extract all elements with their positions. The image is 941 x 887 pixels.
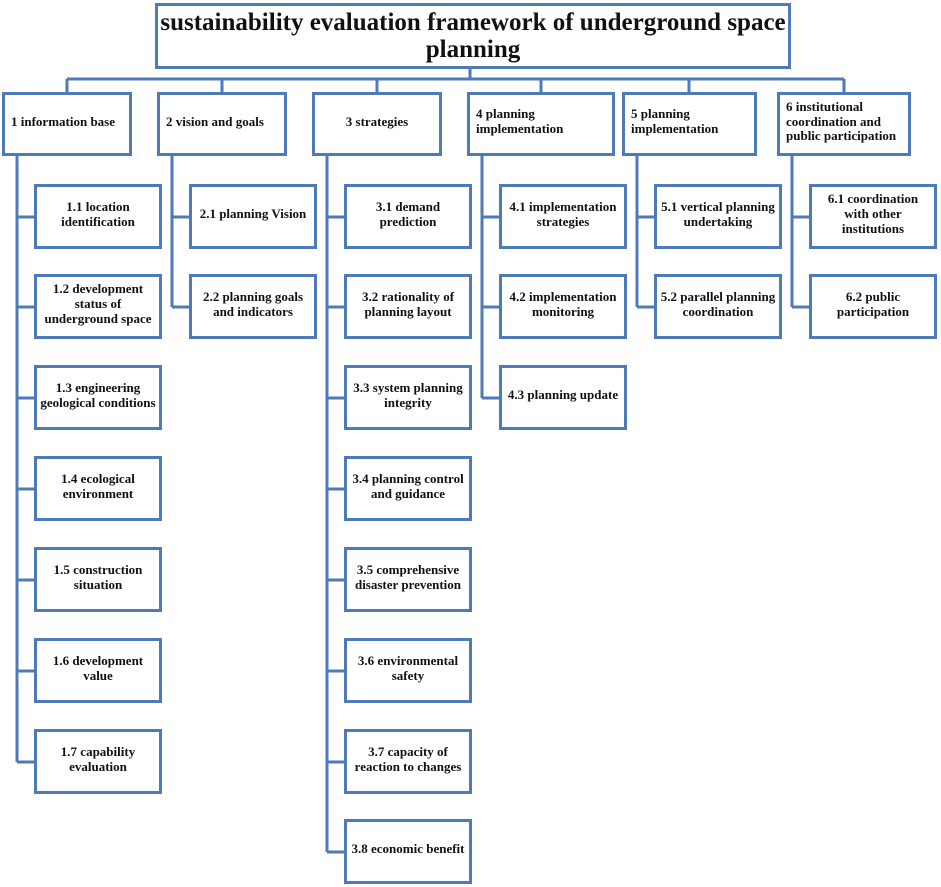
item-6-2-box: 6.2 public participation [809,274,937,339]
item-1-4-box: 1.4 ecological environment [34,456,162,521]
category-3-label: 3 strategies [345,113,409,129]
item-1-1-label: 1.1 location identification [61,198,135,229]
item-4-1-box: 4.1 implementation strategies [499,184,627,249]
item-3-8-label: 3.8 economic benefit [351,841,465,857]
category-2-label: 2 vision and goals [166,113,264,129]
item-2-1-box: 2.1 planning Vision [189,184,317,249]
item-3-6-box: 3.6 environmental safety [344,638,472,703]
item-3-5-label: 3.5 comprehensive disaster prevention [354,561,462,592]
item-3-1-label: 3.1 demand prediction [375,198,441,229]
item-3-8-box: 3.8 economic benefit [344,819,472,884]
category-2-box: 2 vision and goals [157,92,287,156]
item-1-4-label: 1.4 ecological environment [61,470,135,501]
item-1-5-label: 1.5 construction situation [53,561,143,592]
item-1-3-box: 1.3 engineering geological conditions [34,365,162,430]
item-1-1-box: 1.1 location identification [34,184,162,249]
category-6-label: 6 institutional coordination and public … [786,98,897,144]
item-1-7-box: 1.7 capability evaluation [34,729,162,794]
category-6-box: 6 institutional coordination and public … [777,92,911,156]
item-3-5-box: 3.5 comprehensive disaster prevention [344,547,472,612]
category-5-box: 5 planning implementation [622,92,757,156]
item-1-2-box: 1.2 development status of underground sp… [34,274,162,339]
item-3-7-box: 3.7 capacity of reaction to changes [344,729,472,794]
item-2-2-box: 2.2 planning goals and indicators [189,274,317,339]
item-1-2-label: 1.2 development status of underground sp… [44,281,152,326]
item-1-5-box: 1.5 construction situation [34,547,162,612]
item-1-6-label: 1.6 development value [52,652,144,683]
item-3-2-label: 3.2 rationality of planning layout [361,288,455,319]
item-1-6-box: 1.6 development value [34,638,162,703]
category-1-label: 1 information base [11,113,115,129]
category-3-box: 3 strategies [312,92,442,156]
category-4-box: 4 planning implementation [467,92,615,156]
category-4-label: 4 planning implementation [476,106,564,136]
item-3-7-label: 3.7 capacity of reaction to changes [354,743,462,774]
item-4-1-label: 4.1 implementation strategies [509,198,617,229]
item-3-4-box: 3.4 planning control and guidance [344,456,472,521]
item-3-1-box: 3.1 demand prediction [344,184,472,249]
item-2-2-label: 2.2 planning goals and indicators [202,288,304,319]
item-6-1-box: 6.1 coordination with other institutions [809,184,937,249]
item-4-2-box: 4.2 implementation monitoring [499,274,627,339]
item-4-3-box: 4.3 planning update [499,365,627,430]
item-4-3-label: 4.3 planning update [507,387,619,403]
item-6-1-label: 6.1 coordination with other institutions [827,191,919,236]
item-5-2-label: 5.2 parallel planning coordination [660,288,776,319]
diagram-title: sustainability evaluation framework of u… [155,3,791,69]
item-6-2-label: 6.2 public participation [836,288,910,319]
item-3-6-label: 3.6 environmental safety [357,652,459,683]
item-3-3-box: 3.3 system planning integrity [344,365,472,430]
item-5-2-box: 5.2 parallel planning coordination [654,274,782,339]
category-1-box: 1 information base [2,92,132,156]
item-3-2-box: 3.2 rationality of planning layout [344,274,472,339]
item-1-7-label: 1.7 capability evaluation [60,743,136,774]
item-2-1-label: 2.1 planning Vision [199,206,307,222]
diagram-title-text: sustainability evaluation framework of u… [160,8,786,64]
item-5-1-label: 5.1 vertical planning undertaking [661,198,775,229]
category-5-label: 5 planning implementation [631,106,719,136]
item-5-1-box: 5.1 vertical planning undertaking [654,184,782,249]
item-3-3-label: 3.3 system planning integrity [353,379,463,410]
item-1-3-label: 1.3 engineering geological conditions [40,379,156,410]
item-4-2-label: 4.2 implementation monitoring [509,288,617,319]
item-3-4-label: 3.4 planning control and guidance [352,470,464,501]
